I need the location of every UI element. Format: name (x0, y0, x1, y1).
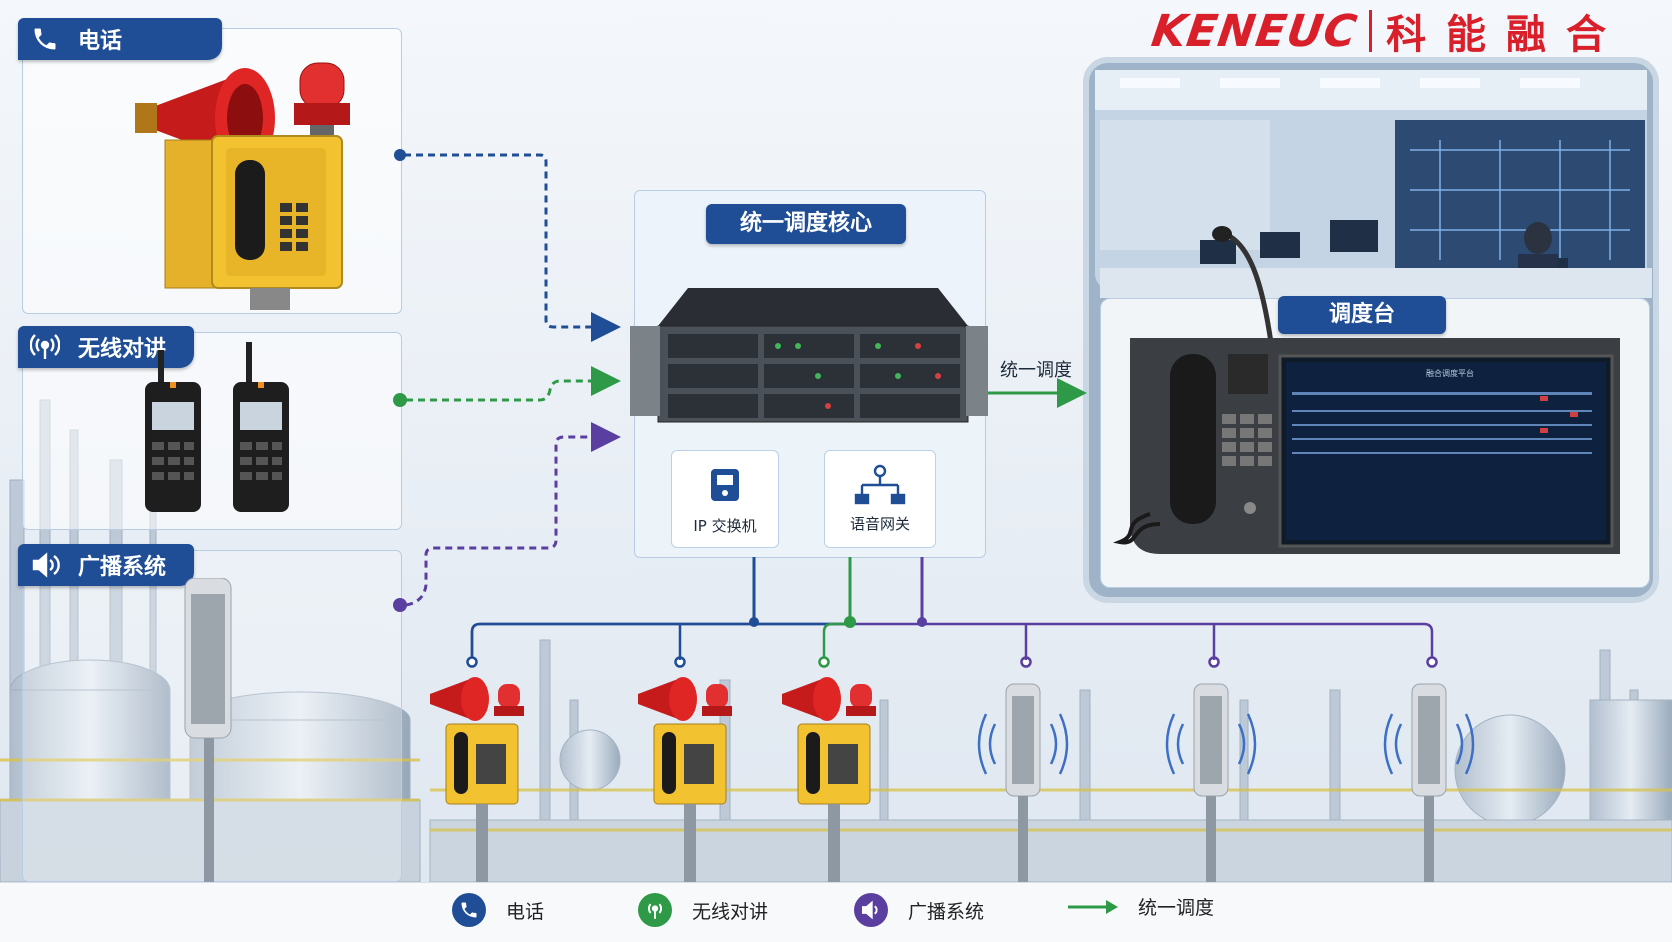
legend-bar (0, 882, 1672, 942)
walkie-talkie-icon (233, 342, 289, 512)
legend-broadcast-label: 广播系统 (908, 900, 985, 923)
radio-panel-label: 无线对讲 (78, 337, 167, 362)
walkie-talkie-icon (145, 350, 201, 512)
speaker-icon (30, 550, 60, 580)
phone-panel-tag: 电话 (18, 18, 222, 60)
phone-icon (30, 24, 60, 54)
broadcast-panel-tag: 广播系统 (18, 544, 194, 586)
phone-connector-node (394, 149, 406, 161)
brand-logo: KENEUC 科能融合 (1148, 6, 1626, 59)
field-column-speaker-icon (977, 683, 1069, 882)
console-screen-title: 融合调度平台 (1426, 368, 1474, 378)
column-speaker-image (184, 578, 232, 882)
connection-lines (393, 149, 1438, 668)
radio-connection-line (406, 366, 621, 402)
gateway-icon (854, 464, 906, 505)
phone-connection-line (404, 153, 621, 342)
legend-unified-label: 统一调度 (1138, 897, 1215, 919)
legend-phone-label: 电话 (506, 900, 545, 923)
dispatch-core-title: 统一调度核心 (706, 204, 906, 244)
console-title: 调度台 (1278, 296, 1446, 334)
walkie-talkies-image (145, 342, 289, 512)
phone-panel-label: 电话 (78, 29, 123, 54)
warning-beacon-icon (294, 62, 350, 135)
radio-panel-tag: 无线对讲 (18, 326, 194, 368)
brand-name-cn: 科能融合 (1386, 12, 1627, 58)
legend-unified: 统一调度 (1068, 893, 1214, 920)
radio-wave-icon (638, 893, 672, 927)
ip-switch-icon (711, 469, 739, 501)
phone-icon (452, 893, 486, 927)
arrow-icon (1068, 899, 1118, 914)
legend-radio-label: 无线对讲 (692, 900, 769, 923)
brand-separator (1369, 10, 1373, 52)
unified-dispatch-flow-label: 统一调度 (1000, 360, 1072, 381)
broadcast-connector-node (393, 598, 407, 612)
broadcast-connection-line (405, 422, 621, 607)
voice-gateway-module: 语音网关 (824, 450, 936, 548)
phone-devices-image (135, 62, 350, 310)
broadcast-panel-label: 广播系统 (78, 555, 167, 580)
radio-wave-icon (30, 332, 60, 362)
radio-connector-node (393, 393, 407, 407)
legend-broadcast: 广播系统 (854, 893, 984, 927)
speaker-icon (854, 893, 888, 927)
dispatch-server-image (630, 288, 988, 423)
ip-switch-label: IP 交换机 (693, 517, 757, 535)
legend-radio: 无线对讲 (638, 893, 768, 927)
voice-gateway-label: 语音网关 (849, 515, 910, 533)
emergency-phone-box-icon (164, 135, 343, 310)
field-phone-station-icon (430, 677, 524, 882)
field-devices (430, 676, 1475, 882)
legend-phone: 电话 (452, 893, 544, 927)
dispatch-console-image: 融合调度平台 (1113, 226, 1620, 554)
ip-switch-module: IP 交换机 (671, 450, 779, 548)
